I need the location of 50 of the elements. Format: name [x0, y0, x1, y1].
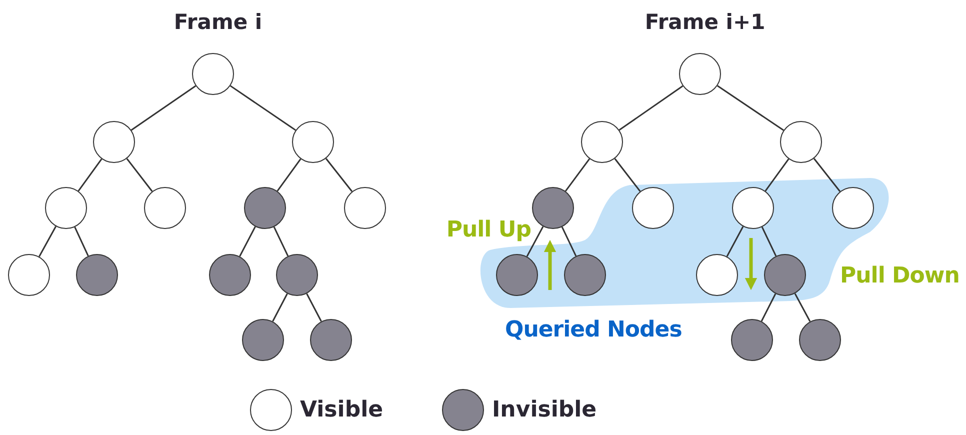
tree-edge — [614, 158, 641, 192]
tree-edge — [273, 226, 289, 256]
tree-node-circle — [292, 121, 334, 163]
tree-node-circle — [780, 121, 822, 163]
tree-node-circle — [45, 187, 87, 229]
tree-node-circle — [76, 254, 118, 296]
tree-edge — [276, 158, 302, 192]
annotation-text: Queried Nodes — [505, 318, 682, 342]
tree-edge — [38, 226, 56, 257]
tree-node-circle — [679, 53, 721, 95]
tree-node-circle — [244, 187, 286, 229]
tree-edge — [794, 293, 811, 322]
tree-edge — [78, 158, 102, 192]
tree-node-circle — [192, 53, 234, 95]
frame-title: Frame i+1 — [644, 10, 766, 34]
tree-edge — [764, 158, 790, 192]
tree-node-circle — [344, 187, 386, 229]
tree-node-circle — [532, 187, 574, 229]
tree-node-circle — [581, 121, 623, 163]
tree-edge — [761, 226, 777, 256]
tree-node-circle — [276, 254, 318, 296]
annotation-text: Pull Down — [840, 264, 960, 288]
legend-text: Invisible — [492, 398, 597, 422]
tree-edge — [306, 293, 322, 322]
tree-edge — [325, 158, 353, 192]
tree-edge — [74, 226, 89, 256]
tree-edge — [239, 226, 256, 257]
tree-edge — [618, 85, 684, 131]
tree-edge — [564, 158, 590, 192]
tree-node-circle — [8, 254, 50, 296]
tree-edge — [272, 293, 288, 322]
tree-edge — [726, 226, 744, 257]
tree-node-circle — [209, 254, 251, 296]
tree-edge — [760, 293, 776, 322]
tree-node-circle — [799, 319, 841, 361]
tree-node-circle — [93, 121, 135, 163]
tree-node-circle — [310, 319, 352, 361]
tree-edge — [230, 85, 296, 131]
tree-edge — [717, 85, 784, 131]
annotation-text: Pull Up — [446, 218, 531, 242]
tree-node-circle — [731, 319, 773, 361]
tree-edge — [130, 85, 196, 131]
frame-title: Frame i — [174, 10, 262, 34]
tree-node-circle — [242, 319, 284, 361]
tree-edge — [561, 226, 577, 256]
tree-edge — [813, 158, 841, 192]
tree-edge — [526, 226, 544, 257]
tree-edge — [126, 158, 153, 192]
tree-node-circle — [144, 187, 186, 229]
legend-text: Visible — [300, 398, 384, 422]
